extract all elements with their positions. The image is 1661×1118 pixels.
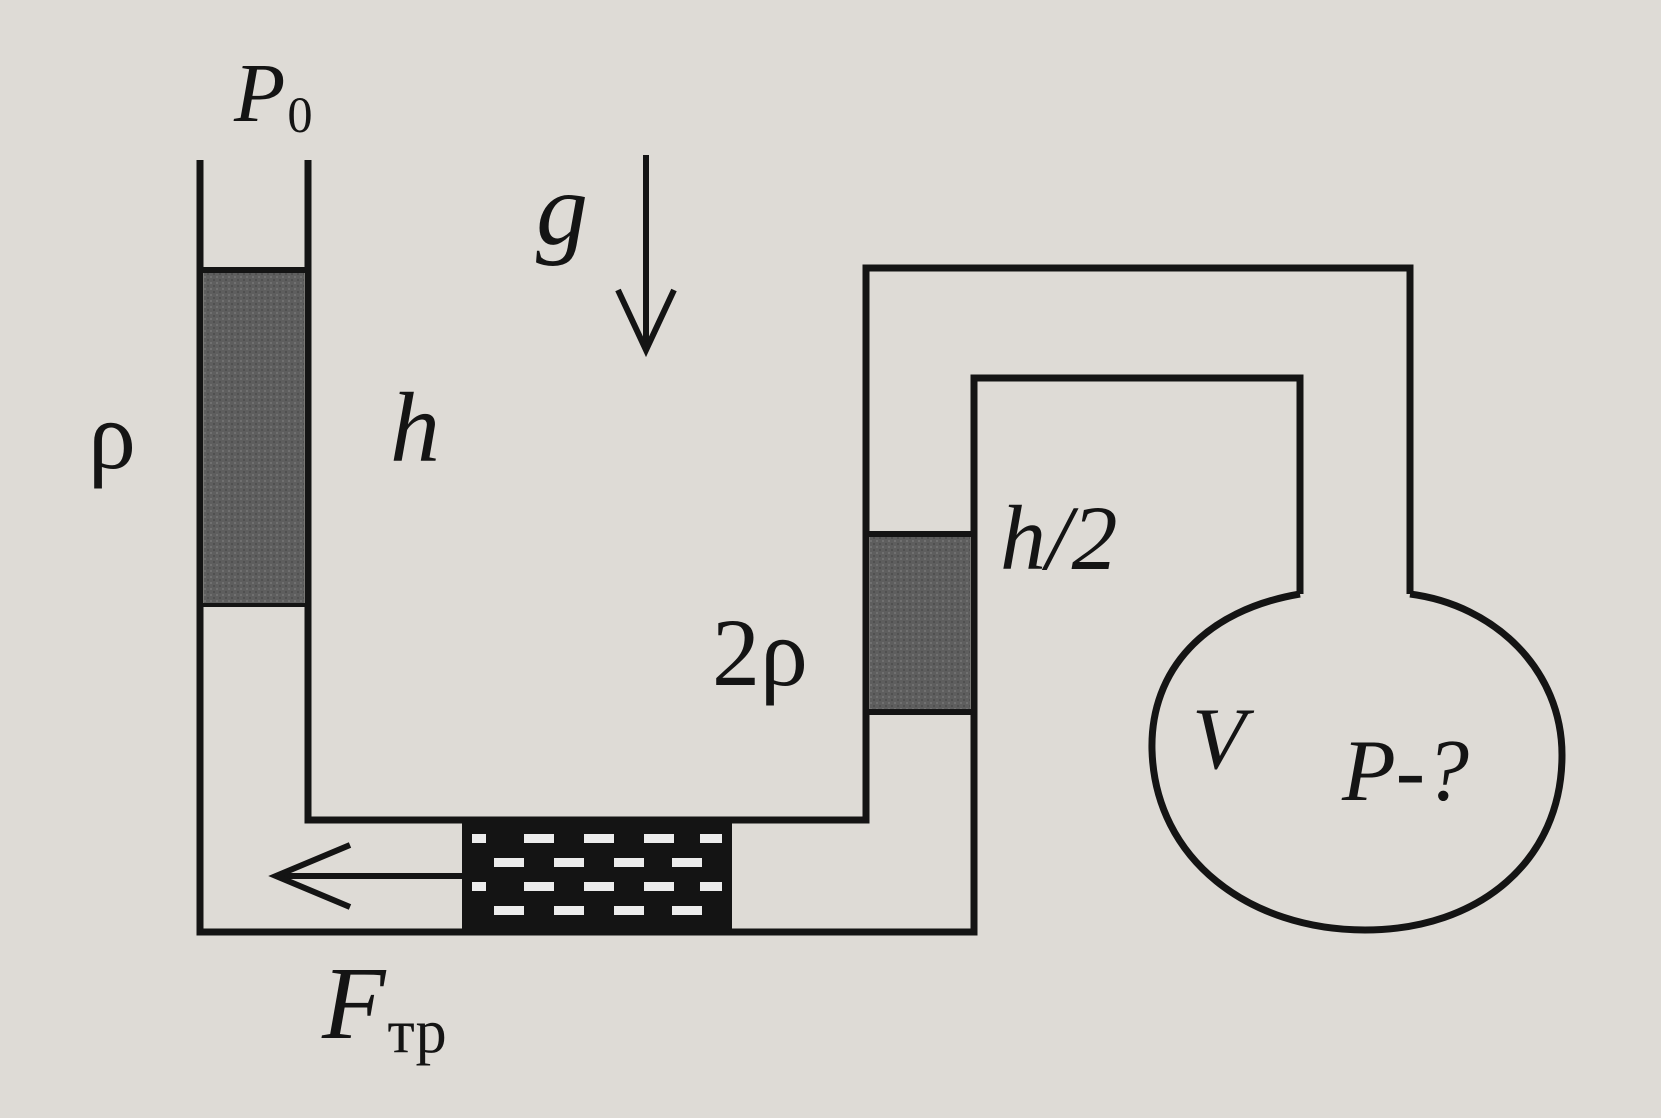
- density-left-label: ρ: [88, 382, 136, 489]
- height-left-label: h: [390, 372, 440, 483]
- friction-force-subscript: тр: [387, 996, 447, 1066]
- liquid-column-right: [866, 531, 974, 715]
- unknown-pressure-label: P-?: [1342, 723, 1470, 820]
- density-right-label: 2ρ: [712, 599, 808, 706]
- arrow-down-icon: [615, 155, 677, 358]
- riser-right-wall: [970, 374, 1304, 712]
- vessel-wall: [1148, 590, 1566, 934]
- left-tube-outer-wall: [196, 160, 978, 936]
- left-tube-inner-wall: [304, 160, 870, 824]
- liquid-column-left: [200, 267, 308, 607]
- volume-label: V: [1192, 691, 1246, 788]
- riser-left-wall: [862, 264, 1414, 712]
- atmospheric-pressure-label: P0: [234, 47, 313, 144]
- height-right-label: h/2: [1000, 487, 1118, 589]
- atmospheric-pressure-subscript: 0: [287, 87, 313, 144]
- arrow-left-icon: [268, 842, 462, 910]
- piston: [462, 822, 732, 930]
- gravity-label: g: [536, 152, 588, 267]
- friction-force-label: Fтр: [322, 946, 447, 1066]
